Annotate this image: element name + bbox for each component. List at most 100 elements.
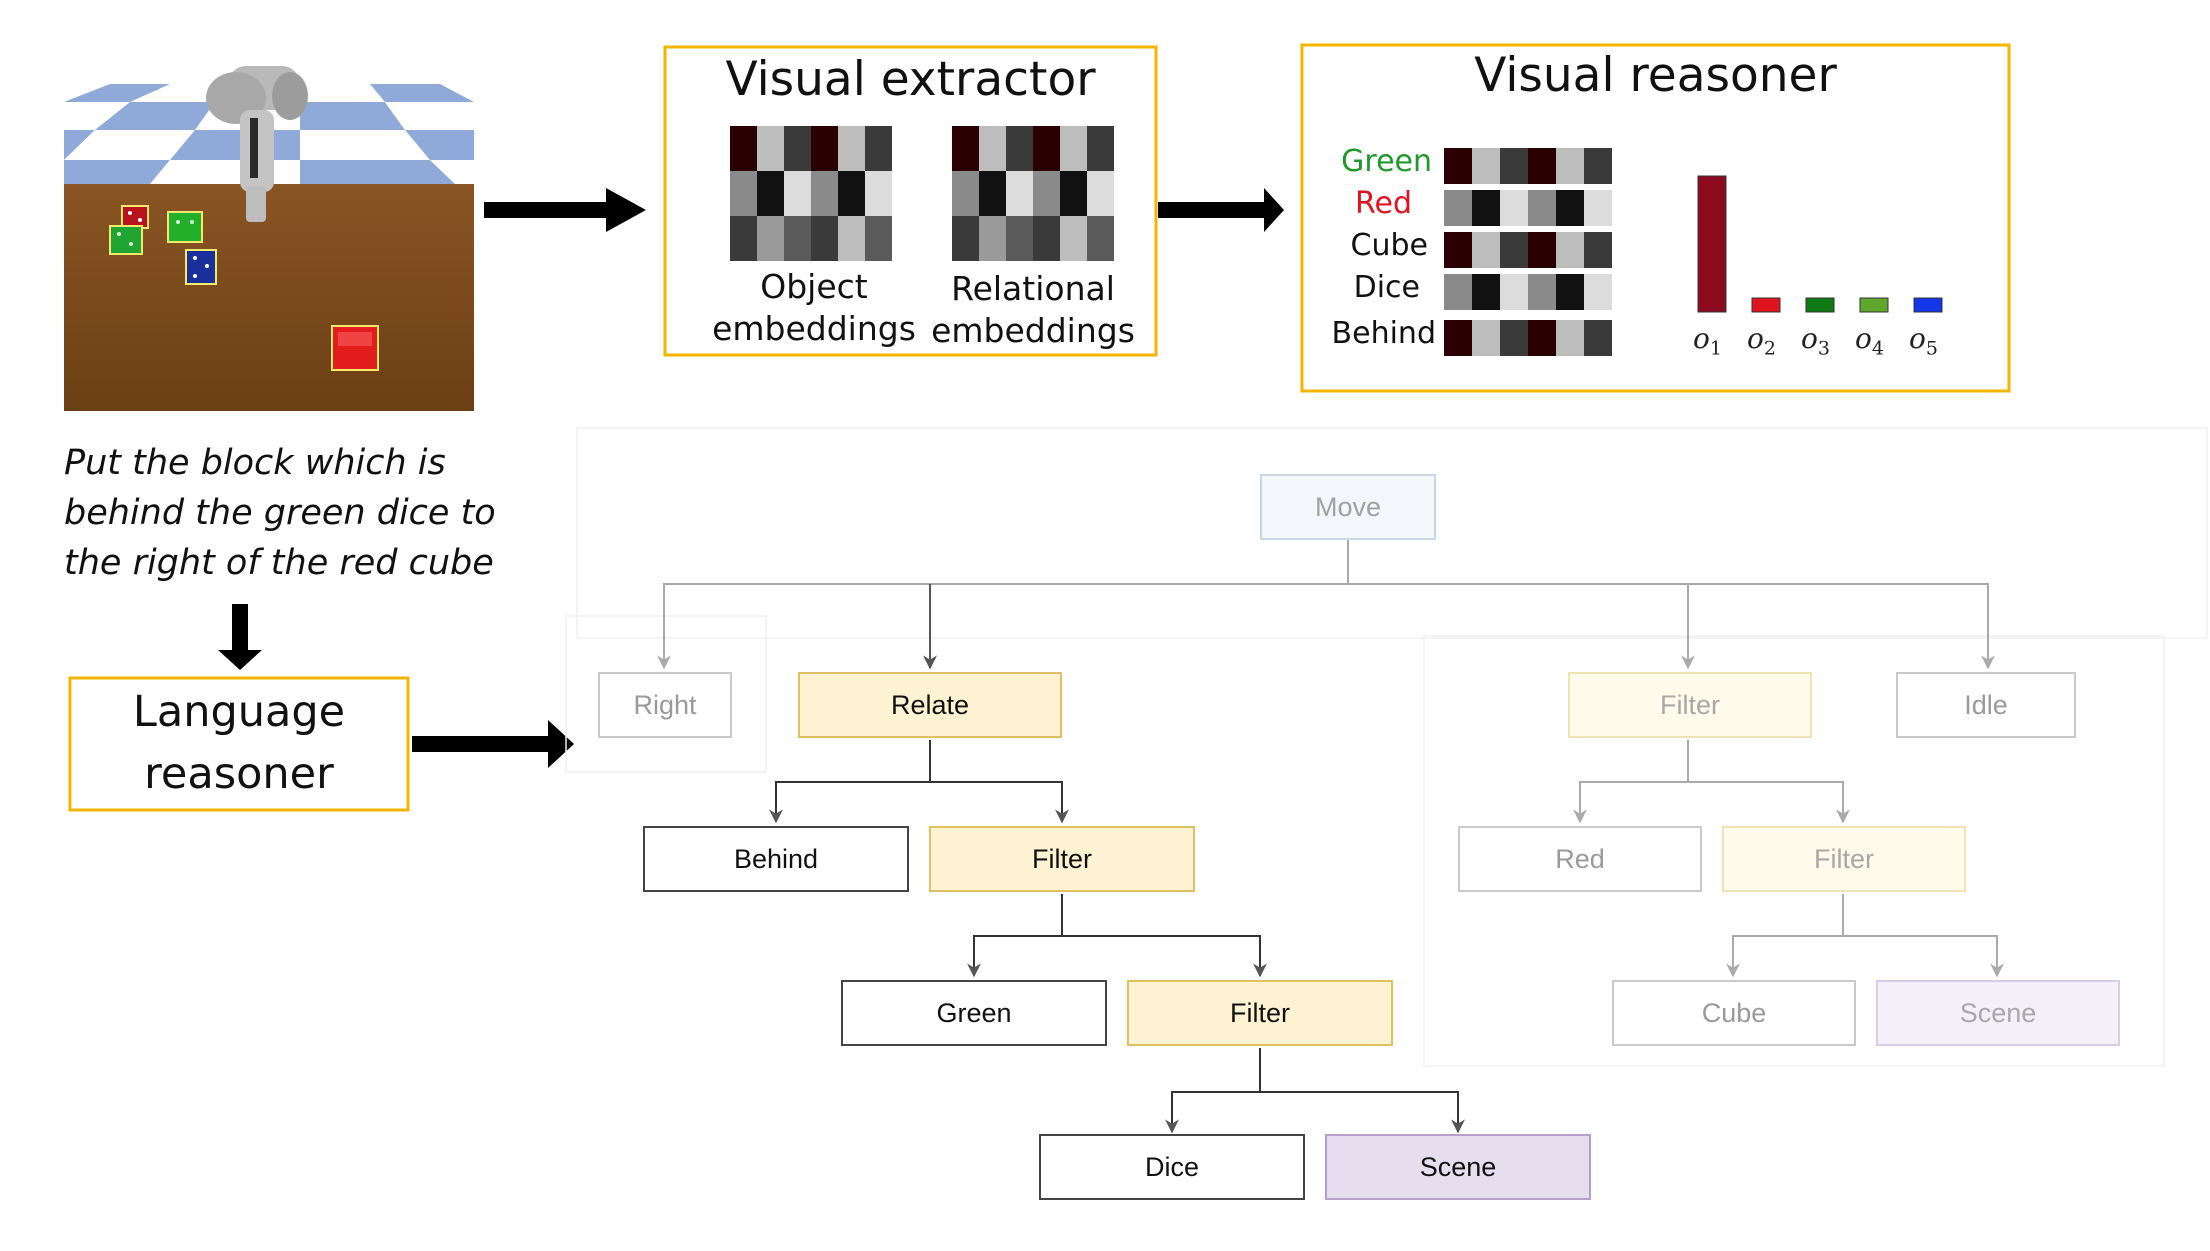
object-embeddings-caption: Object embeddings <box>712 266 916 350</box>
score-bar-o2 <box>1751 297 1781 313</box>
embedding-cell <box>730 126 757 171</box>
embedding-cell <box>1060 171 1087 216</box>
embedding-cell <box>784 216 811 261</box>
embedding-cell <box>1060 126 1087 171</box>
relational-caption-line1: Relational <box>951 269 1115 308</box>
block-blue-dice <box>185 249 217 285</box>
bar-label-o5: o5 <box>1909 322 1938 360</box>
node-filter-low: Filter <box>1127 980 1393 1046</box>
node-scene-left: Scene <box>1325 1134 1591 1200</box>
reasoner-label-red: Red <box>1355 186 1412 221</box>
embedding-cell <box>1472 274 1500 310</box>
embedding-cell <box>811 216 838 261</box>
language-reasoner-box <box>68 676 410 812</box>
embedding-cell <box>757 216 784 261</box>
bar-label-o3: o3 <box>1801 322 1830 360</box>
embedding-cell <box>1500 232 1528 268</box>
embedding-cell <box>838 126 865 171</box>
score-bar-o3 <box>1805 297 1835 313</box>
embedding-cell <box>1033 126 1060 171</box>
scene-image <box>64 66 474 411</box>
embedding-cell <box>784 171 811 216</box>
embedding-cell <box>1556 148 1584 184</box>
tree-edges <box>565 427 2208 1134</box>
node-cube: Cube <box>1612 980 1856 1046</box>
embedding-cell <box>1033 171 1060 216</box>
embedding-cell <box>979 216 1006 261</box>
embedding-cell <box>1556 274 1584 310</box>
node-filter-mid: Filter <box>929 826 1195 892</box>
visual-extractor-box <box>663 45 1158 357</box>
object-score-bars <box>1697 175 1943 313</box>
embedding-cell <box>1006 126 1033 171</box>
node-idle: Idle <box>1896 672 2076 738</box>
node-move: Move <box>1260 474 1436 540</box>
embedding-cell <box>1528 232 1556 268</box>
node-behind: Behind <box>643 826 909 892</box>
embedding-cell <box>865 171 892 216</box>
bar-label-o2: o2 <box>1747 322 1776 360</box>
embedding-cell <box>784 126 811 171</box>
relational-caption-line2: embeddings <box>931 311 1135 350</box>
embedding-cell <box>730 171 757 216</box>
embedding-cell <box>1006 216 1033 261</box>
node-filter-right: Filter <box>1722 826 1966 892</box>
reasoner-embedding-grid <box>1444 148 1612 356</box>
embedding-cell <box>952 171 979 216</box>
embedding-cell <box>1087 216 1114 261</box>
object-caption-line1: Object <box>760 267 868 306</box>
embedding-cell <box>811 171 838 216</box>
block-red-dice <box>121 205 149 229</box>
block-red-cube <box>331 325 379 371</box>
language-reasoner-label: Language reasoner <box>132 687 346 799</box>
arrow-language-to-tree <box>412 720 574 768</box>
embedding-cell <box>838 171 865 216</box>
embedding-cell <box>1033 216 1060 261</box>
embedding-cell <box>1087 171 1114 216</box>
embedding-cell <box>1528 320 1556 356</box>
reasoner-label-dice: Dice <box>1353 270 1420 305</box>
score-bar-o1 <box>1697 175 1727 313</box>
embedding-cell <box>1528 148 1556 184</box>
node-green: Green <box>841 980 1107 1046</box>
embedding-cell <box>757 126 784 171</box>
embedding-cell <box>730 216 757 261</box>
embedding-cell <box>838 216 865 261</box>
node-scene-right: Scene <box>1876 980 2120 1046</box>
embedding-cell <box>1584 190 1612 226</box>
embedding-cell <box>1528 274 1556 310</box>
embedding-cell <box>1584 232 1612 268</box>
embedding-cell <box>1472 232 1500 268</box>
visual-extractor-title: Visual extractor <box>725 52 1096 107</box>
embedding-cell <box>952 126 979 171</box>
embedding-cell <box>865 126 892 171</box>
node-relate: Relate <box>798 672 1062 738</box>
embedding-cell <box>952 216 979 261</box>
embedding-cell <box>1584 274 1612 310</box>
embedding-cell <box>1500 274 1528 310</box>
arrow-extractor-to-reasoner <box>1158 188 1284 232</box>
reasoner-label-cube: Cube <box>1350 228 1428 263</box>
embedding-cell <box>979 171 1006 216</box>
visual-reasoner-title: Visual reasoner <box>1474 48 1837 103</box>
embedding-cell <box>1500 320 1528 356</box>
visual-reasoner-box <box>1300 43 2011 393</box>
embedding-cell <box>811 126 838 171</box>
embedding-cell <box>1472 190 1500 226</box>
embedding-cell <box>1556 320 1584 356</box>
embedding-cell <box>1472 148 1500 184</box>
relational-embeddings-matrix <box>952 126 1114 261</box>
object-embeddings-matrix <box>730 126 892 261</box>
node-red: Red <box>1458 826 1702 892</box>
embedding-cell <box>1556 232 1584 268</box>
instruction-text: Put the block which is behind the green … <box>64 443 496 583</box>
embedding-cell <box>1528 190 1556 226</box>
embedding-cell <box>979 126 1006 171</box>
embedding-cell <box>1006 171 1033 216</box>
reasoner-label-behind: Behind <box>1331 316 1436 351</box>
score-bar-o5 <box>1913 297 1943 313</box>
node-filter-top: Filter <box>1568 672 1812 738</box>
node-right: Right <box>598 672 732 738</box>
block-green-dice-2 <box>167 211 203 243</box>
